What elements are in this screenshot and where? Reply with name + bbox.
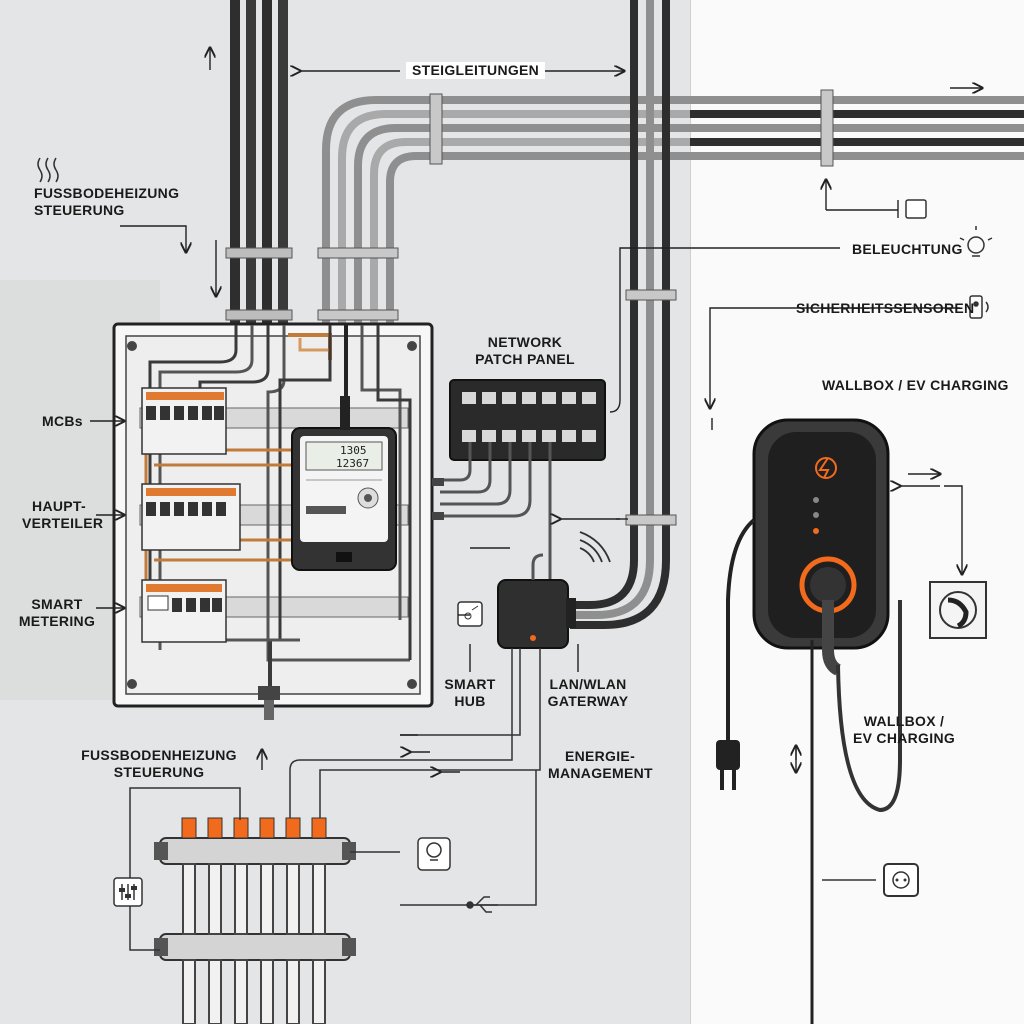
- riser-cables-grey-bend: [317, 93, 690, 325]
- security-sensor-icon: [969, 295, 989, 319]
- horizontal-cable-run: [690, 89, 1024, 167]
- smart-meter: [291, 396, 397, 571]
- label-wallbox-bottom: WALLBOX / EV CHARGING: [852, 713, 956, 747]
- switch-icon: [457, 601, 483, 627]
- label-fussbodenheizung-bottom: FUSSBODENHEIZUNG STEUERUNG: [80, 747, 238, 781]
- label-smart-hub-line1: SMART: [444, 676, 496, 692]
- smart-bulb-icon: [417, 837, 451, 871]
- label-smart-metering-line1: SMART: [31, 596, 83, 612]
- label-hauptverteiler-line2: VERTEILER: [22, 515, 104, 531]
- mcb-row-2: [141, 483, 241, 551]
- label-steigleitungen: STEIGLEITUNGEN: [406, 62, 546, 79]
- light-bulb-icon: [959, 226, 993, 257]
- label-wallbox-bottom-line2: EV CHARGING: [852, 730, 956, 746]
- label-energie-line1: ENERGIE-: [564, 748, 636, 764]
- label-energie-line2: MANAGEMENT: [548, 765, 653, 781]
- label-fussbodenheizung-top: FUSSBODEHEIZUNG STEUERUNG: [34, 185, 179, 219]
- label-wallbox-top: WALLBOX / EV CHARGING: [822, 377, 1009, 393]
- label-beleuchtung: BELEUCHTUNG: [852, 241, 963, 257]
- label-energie-management: ENERGIE- MANAGEMENT: [548, 748, 653, 782]
- label-fussbodenheizung-top-line2: STEUERUNG: [34, 202, 125, 218]
- meter-reading-2: 12367: [336, 457, 370, 470]
- label-fussbodenheizung-bottom-line1: FUSSBODENHEIZUNG: [81, 747, 237, 763]
- label-lan-wlan-gateway: LAN/WLAN GATERWAY: [544, 676, 632, 710]
- network-patch-panel: [440, 379, 606, 580]
- label-network-patch-panel-line2: PATCH PANEL: [475, 351, 575, 367]
- power-plug-icon: [716, 740, 740, 790]
- label-wallbox-bottom-line1: WALLBOX /: [863, 713, 945, 729]
- ev-charging-logo-icon: [815, 457, 837, 479]
- label-fussbodenheizung-top-line1: FUSSBODEHEIZUNG: [34, 185, 180, 201]
- sliders-icon: [113, 877, 143, 907]
- wifi-signal-icon: [579, 531, 611, 563]
- label-hauptverteiler: HAUPT- VERTEILER: [22, 498, 104, 532]
- label-lan-wlan-line1: LAN/WLAN: [549, 676, 627, 692]
- riser-cables-dark: [225, 0, 293, 325]
- smart-hub: [289, 553, 576, 906]
- label-hauptverteiler-line1: HAUPT-: [32, 498, 86, 514]
- label-network-patch-panel: NETWORK PATCH PANEL: [460, 334, 590, 368]
- floor-socket-icon: [883, 863, 919, 897]
- mcb-row-3: [141, 579, 227, 643]
- display-switch-icon: [897, 199, 927, 219]
- meter-reading-1: 1305: [340, 444, 367, 457]
- underfloor-heating-manifold: [129, 787, 400, 1024]
- label-smart-hub: SMART HUB: [440, 676, 500, 710]
- wall-seam-riser: [570, 0, 677, 629]
- wall-socket-icon: [929, 581, 987, 639]
- wallbox-charger: [726, 418, 902, 1024]
- label-network-patch-panel-line1: NETWORK: [487, 334, 563, 350]
- distribution-board: [112, 322, 434, 720]
- usb-icon: [466, 896, 498, 913]
- label-smart-hub-line2: HUB: [454, 693, 486, 709]
- label-fussbodenheizung-bottom-line2: STEUERUNG: [113, 764, 205, 780]
- label-sicherheitssensoren: SICHERHEITSSENSOREN: [796, 300, 975, 316]
- label-mcbs: MCBs: [42, 413, 83, 429]
- mcb-row-1: [141, 387, 227, 455]
- label-lan-wlan-line2: GATERWAY: [547, 693, 629, 709]
- label-smart-metering: SMART METERING: [18, 596, 96, 630]
- label-smart-metering-line2: METERING: [18, 613, 96, 629]
- heat-waves-icon: [37, 157, 59, 183]
